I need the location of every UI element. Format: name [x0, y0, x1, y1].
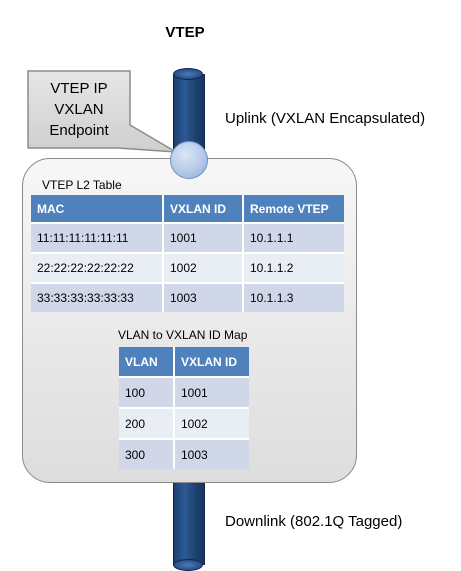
- remote-vtep-cell: 10.1.1.1: [243, 222, 344, 253]
- downlink-label: Downlink (802.1Q Tagged): [225, 513, 403, 530]
- callout-line-3: Endpoint: [49, 122, 109, 139]
- callout-line-1: VTEP IP: [50, 80, 108, 97]
- vxlan-id-cell: 1002: [163, 252, 244, 283]
- table-row: 100 1001: [119, 376, 249, 408]
- vlan-map-table: VLAN VXLAN ID 100 1001 200 1002 300 1003: [119, 347, 249, 469]
- callout-text: VTEP IP VXLAN Endpoint: [28, 71, 130, 148]
- l2-table: MAC VXLAN ID Remote VTEP 11:11:11:11:11:…: [31, 195, 344, 312]
- table-row: 33:33:33:33:33:33 1003 10.1.1.3: [31, 282, 344, 312]
- table-row: 300 1003: [119, 438, 249, 469]
- vlan-cell: 200: [119, 407, 175, 439]
- l2-table-caption: VTEP L2 Table: [42, 178, 122, 192]
- l2-header-remote-vtep: Remote VTEP: [243, 195, 344, 223]
- uplink-pipe-cap: [173, 68, 203, 80]
- vlan-cell: 100: [119, 376, 175, 408]
- diagram-title: VTEP: [165, 24, 205, 41]
- mac-cell: 11:11:11:11:11:11: [31, 222, 164, 253]
- vlan-map-header-row: VLAN VXLAN ID: [119, 347, 249, 377]
- callout-line-2: VXLAN: [54, 101, 104, 118]
- vxlan-id-cell: 1001: [163, 222, 244, 253]
- remote-vtep-cell: 10.1.1.2: [243, 252, 344, 283]
- vxlan-id-cell: 1003: [163, 282, 244, 312]
- map-header-vxlan-id: VXLAN ID: [174, 347, 249, 377]
- table-row: 22:22:22:22:22:22 1002 10.1.1.2: [31, 252, 344, 283]
- vxlan-id-cell: 1001: [174, 376, 249, 408]
- l2-header-vxlan-id: VXLAN ID: [163, 195, 244, 223]
- vxlan-id-cell: 1002: [174, 407, 249, 439]
- uplink-label: Uplink (VXLAN Encapsulated): [225, 110, 426, 127]
- vlan-cell: 300: [119, 438, 175, 469]
- l2-table-header-row: MAC VXLAN ID Remote VTEP: [31, 195, 344, 223]
- downlink-pipe: [173, 470, 205, 565]
- vxlan-id-cell: 1003: [174, 438, 249, 469]
- table-row: 11:11:11:11:11:11 1001 10.1.1.1: [31, 222, 344, 253]
- l2-header-mac: MAC: [31, 195, 164, 223]
- map-header-vlan: VLAN: [119, 347, 175, 377]
- vlan-map-caption: VLAN to VXLAN ID Map: [118, 328, 248, 342]
- remote-vtep-cell: 10.1.1.3: [243, 282, 344, 312]
- mac-cell: 22:22:22:22:22:22: [31, 252, 164, 283]
- table-row: 200 1002: [119, 407, 249, 439]
- vtep-endpoint-circle: [170, 141, 208, 179]
- mac-cell: 33:33:33:33:33:33: [31, 282, 164, 312]
